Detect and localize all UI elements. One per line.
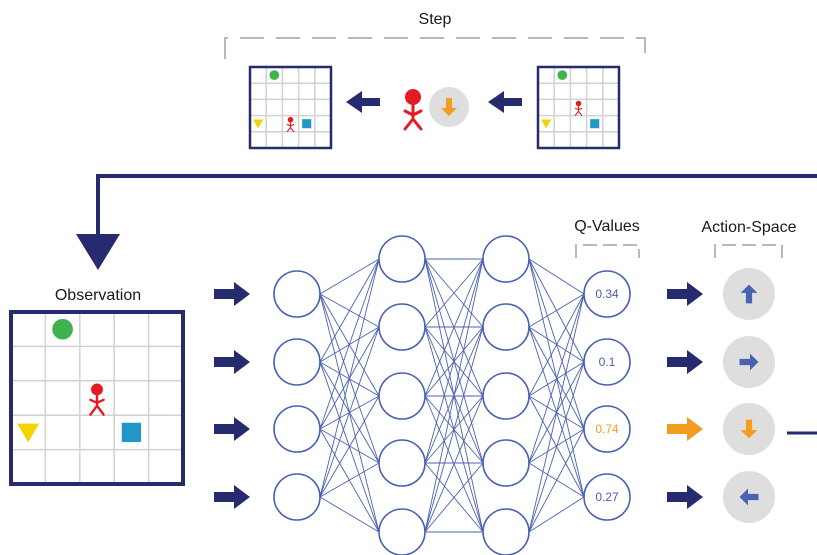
action-down-button bbox=[723, 403, 775, 455]
input-arrow bbox=[214, 417, 250, 441]
hidden-node bbox=[482, 372, 530, 420]
feedback-line bbox=[96, 174, 817, 240]
q-value-text: 0.34 bbox=[595, 287, 619, 301]
step-label: Step bbox=[419, 11, 452, 28]
step-bracket bbox=[224, 37, 646, 59]
step-next-grid bbox=[248, 65, 333, 150]
q-values-label: Q-Values bbox=[574, 218, 640, 235]
agent-icon bbox=[574, 100, 583, 116]
hidden-node bbox=[482, 235, 530, 283]
action-right-button bbox=[723, 336, 775, 388]
q-value-text: 0.1 bbox=[599, 355, 616, 369]
q-value-text: 0.27 bbox=[595, 490, 619, 504]
input-arrow bbox=[214, 485, 250, 509]
action-up-button bbox=[723, 268, 775, 320]
goal-circle bbox=[52, 318, 73, 340]
action-space-label: Action-Space bbox=[701, 219, 796, 236]
hidden-node bbox=[378, 439, 426, 487]
action-left-button bbox=[723, 471, 775, 523]
input-node bbox=[273, 270, 321, 318]
output-arrow bbox=[667, 417, 703, 441]
output-node bbox=[583, 405, 631, 453]
hidden-node bbox=[378, 372, 426, 420]
step-arrow-left-1 bbox=[346, 91, 380, 113]
step-current-grid bbox=[536, 65, 621, 150]
goal-circle bbox=[557, 70, 568, 80]
arrow-up-icon bbox=[740, 284, 758, 304]
square-marker bbox=[302, 119, 312, 129]
square-marker bbox=[121, 422, 142, 443]
output-arrow bbox=[667, 350, 703, 374]
observation-grid bbox=[9, 310, 185, 486]
hidden-node bbox=[378, 235, 426, 283]
arrow-down-icon bbox=[740, 419, 758, 439]
input-arrow bbox=[214, 350, 250, 374]
arrow-left-icon bbox=[739, 488, 759, 506]
q-value-text: 0.74 bbox=[595, 422, 619, 436]
input-node bbox=[273, 405, 321, 453]
hidden-node bbox=[378, 303, 426, 351]
goal-circle bbox=[269, 70, 280, 80]
output-arrow bbox=[667, 485, 703, 509]
step-arrow-left-2 bbox=[488, 91, 522, 113]
input-node bbox=[273, 473, 321, 521]
triangle-marker bbox=[252, 119, 264, 129]
step-agent-icon bbox=[403, 89, 423, 131]
agent-icon bbox=[89, 383, 105, 416]
q-values-bracket bbox=[575, 244, 640, 258]
output-node bbox=[583, 473, 631, 521]
hidden-node bbox=[482, 508, 530, 555]
output-node bbox=[583, 338, 631, 386]
network-edges bbox=[319, 258, 585, 533]
observation-label: Observation bbox=[55, 287, 141, 304]
square-marker bbox=[590, 119, 600, 129]
input-node bbox=[273, 338, 321, 386]
input-arrow bbox=[214, 282, 250, 306]
hidden-node bbox=[482, 303, 530, 351]
arrow-down-icon bbox=[441, 98, 457, 116]
agent-icon bbox=[286, 116, 295, 133]
action-space-bracket bbox=[714, 244, 783, 258]
hidden-node bbox=[482, 439, 530, 487]
output-arrow bbox=[667, 282, 703, 306]
output-node bbox=[583, 270, 631, 318]
feedback-arrowhead bbox=[76, 234, 120, 270]
hidden-node bbox=[378, 508, 426, 555]
triangle-marker bbox=[17, 423, 40, 443]
arrow-right-icon bbox=[739, 353, 759, 371]
triangle-marker bbox=[540, 119, 552, 129]
